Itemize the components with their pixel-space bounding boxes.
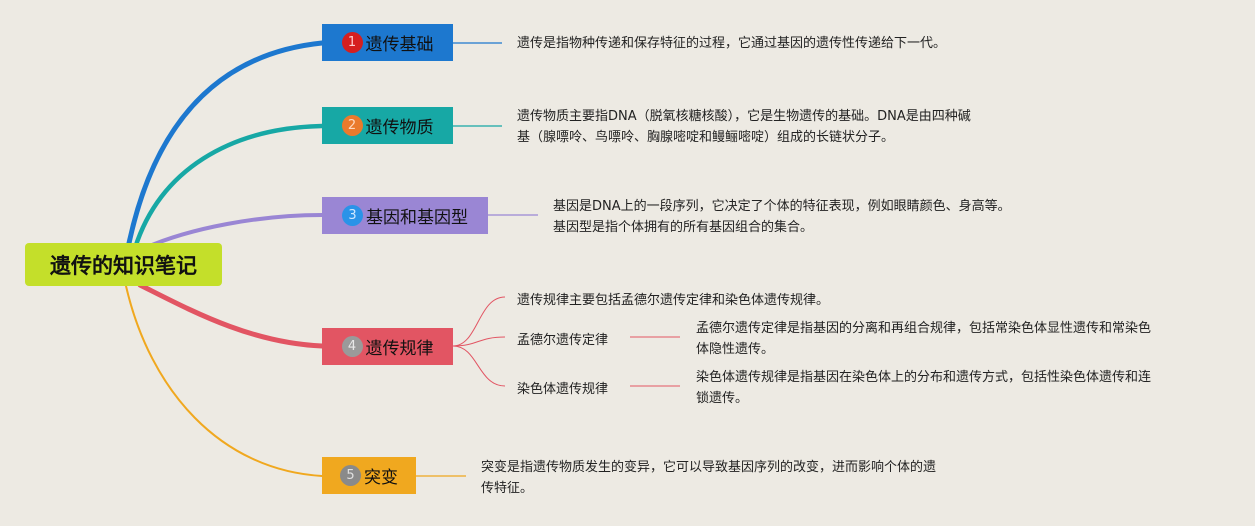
description-line: 体隐性遗传。 <box>696 342 775 357</box>
sub-line-chromosome <box>452 345 506 387</box>
description-line: 遗传物质主要指DNA（脱氧核糖核酸），它是生物遗传的基础。DNA是由四种碱 <box>517 109 971 124</box>
description-line: 传特征。 <box>481 481 534 496</box>
topic-label: 遗传物质 <box>365 118 434 138</box>
number-badge-icon: 1 <box>341 32 363 53</box>
root-topic[interactable]: 遗传的知识笔记 <box>25 243 222 286</box>
subtopic-description: 孟德尔遗传定律是指基因的分离和再组合规律，包括常染色体显性遗传和常染色 体隐性遗… <box>696 318 1151 360</box>
description-line: 遗传是指物种传递和保存特征的过程，它通过基因的遗传性传递给下一代。 <box>517 36 947 51</box>
description-line: 突变是指遗传物质发生的变异，它可以导致基因序列的改变，进而影响个体的遗 <box>481 460 937 475</box>
number-badge-icon: 4 <box>341 336 363 357</box>
topic-description: 遗传物质主要指DNA（脱氧核糖核酸），它是生物遗传的基础。DNA是由四种碱 基（… <box>517 106 971 148</box>
sub-line-intro <box>452 296 506 347</box>
sub-line-mendel <box>452 336 506 347</box>
subtopic-intro[interactable]: 遗传规律主要包括孟德尔遗传定律和染色体遗传规律。 <box>517 289 829 308</box>
topic-description: 遗传是指物种传递和保存特征的过程，它通过基因的遗传性传递给下一代。 <box>517 33 946 54</box>
root-title: 遗传的知识笔记 <box>50 253 197 278</box>
description-line: 基因型是指个体拥有的所有基因组合的集合。 <box>553 220 814 235</box>
description-line: 染色体遗传规律是指基因在染色体上的分布和遗传方式，包括性染色体遗传和连 <box>696 370 1152 385</box>
subtopic-chromosome-law[interactable]: 染色体遗传规律 <box>517 378 608 397</box>
subtopic-label: 染色体遗传规律 <box>517 382 609 397</box>
topic-genetic-material[interactable]: 2 遗传物质 <box>322 107 453 144</box>
topic-label: 突变 <box>364 468 398 488</box>
subtopic-label: 遗传规律主要包括孟德尔遗传定律和染色体遗传规律。 <box>517 293 830 308</box>
branch-line-4 <box>137 282 325 349</box>
topic-genetic-basics[interactable]: 1 遗传基础 <box>322 24 453 61</box>
topic-description: 基因是DNA上的一段序列，它决定了个体的特征表现，例如眼睛颜色、身高等。 基因型… <box>553 196 1011 238</box>
topic-gene-genotype[interactable]: 3 基因和基因型 <box>322 197 488 234</box>
topic-description: 突变是指遗传物质发生的变异，它可以导致基因序列的改变，进而影响个体的遗 传特征。 <box>481 457 936 499</box>
description-line: 孟德尔遗传定律是指基因的分离和再组合规律，包括常染色体显性遗传和常染色 <box>696 321 1152 336</box>
number-badge-icon: 5 <box>340 465 361 486</box>
number-badge-icon: 3 <box>342 205 363 226</box>
topic-label: 基因和基因型 <box>366 208 468 228</box>
topic-label: 遗传基础 <box>365 35 434 55</box>
subtopic-mendel-law[interactable]: 孟德尔遗传定律 <box>517 329 608 348</box>
subtopic-label: 孟德尔遗传定律 <box>517 333 609 348</box>
branch-line-2 <box>132 123 325 251</box>
branch-line-3 <box>143 213 324 250</box>
branch-line-5 <box>125 285 323 477</box>
description-line: 基因是DNA上的一段序列，它决定了个体的特征表现，例如眼睛颜色、身高等。 <box>553 199 1011 214</box>
topic-label: 遗传规律 <box>365 339 434 359</box>
number-badge-icon: 2 <box>341 115 363 136</box>
topic-mutation[interactable]: 5 突变 <box>322 457 416 494</box>
description-line: 基（腺嘌呤、鸟嘌呤、胸腺嘧啶和鳗鲡嘧啶）组成的长链状分子。 <box>517 130 895 145</box>
description-line: 锁遗传。 <box>696 391 749 406</box>
branch-line-1 <box>125 40 325 251</box>
topic-genetic-laws[interactable]: 4 遗传规律 <box>322 328 453 365</box>
subtopic-description: 染色体遗传规律是指基因在染色体上的分布和遗传方式，包括性染色体遗传和连 锁遗传。 <box>696 367 1151 409</box>
